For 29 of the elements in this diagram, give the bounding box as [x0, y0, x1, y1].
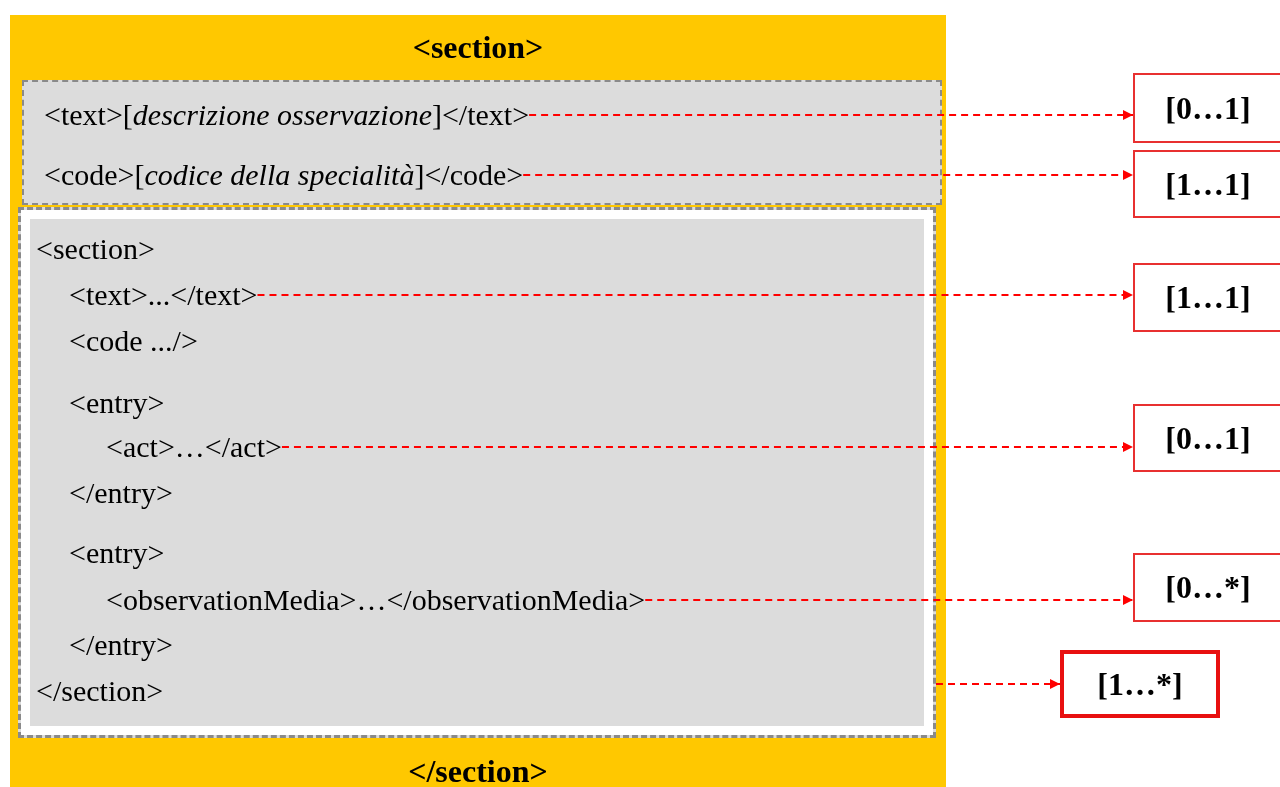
arrow — [644, 595, 1134, 605]
code-line: </entry> — [69, 628, 173, 662]
arrow — [935, 679, 1061, 689]
arrow — [522, 170, 1134, 180]
code-line: <entry> — [69, 386, 165, 420]
section-panel — [10, 15, 946, 787]
code-line: <code>[codice della specialità]</code> — [44, 158, 524, 192]
code-line: <section> — [36, 232, 155, 266]
cardinality-box: [0…1] — [1133, 73, 1280, 143]
code-line: <observationMedia>…</observationMedia> — [106, 583, 646, 617]
code-line: </section> — [36, 674, 164, 708]
arrow — [528, 110, 1134, 120]
arrow — [280, 442, 1134, 452]
code-line: <text>...</text> — [69, 278, 258, 312]
cardinality-box: [1…1] — [1133, 150, 1280, 218]
code-line: <text>[descrizione osservazione]</text> — [44, 98, 530, 132]
arrow — [256, 290, 1134, 300]
code-line: <entry> — [69, 536, 165, 570]
cardinality-box: [1…*] — [1060, 650, 1220, 718]
code-panel — [18, 207, 936, 738]
cardinality-box: [0…1] — [1133, 404, 1280, 472]
cardinality-box: [1…1] — [1133, 263, 1280, 332]
section-tag: </section> — [10, 753, 946, 787]
code-line: <act>…</act> — [106, 430, 282, 464]
code-line: </entry> — [69, 476, 173, 510]
code-panel — [22, 80, 942, 205]
cardinality-box: [0…*] — [1133, 553, 1280, 622]
code-line: <code .../> — [69, 324, 198, 358]
section-tag: <section> — [10, 29, 946, 65]
